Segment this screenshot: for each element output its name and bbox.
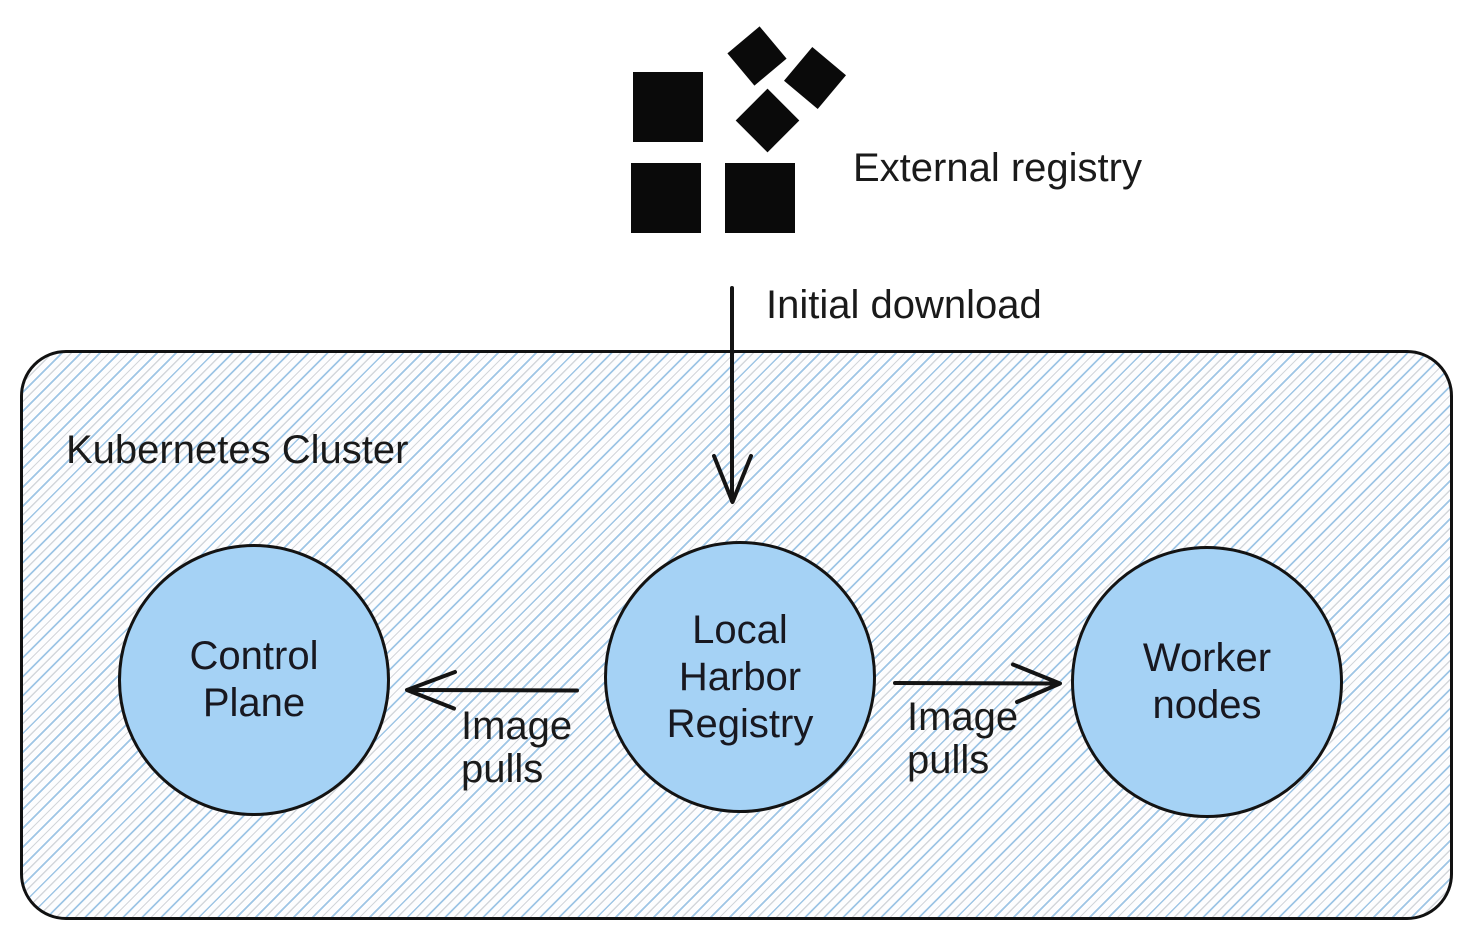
kubernetes-cluster-label: Kubernetes Cluster [66,428,409,472]
registry-square-icon [631,163,701,233]
node-control-plane: Control Plane [118,544,390,816]
image-pulls-left-label: Image pulls [461,704,573,791]
external-registry-label: External registry [853,146,1142,190]
registry-square-icon [725,163,795,233]
initial-download-label: Initial download [766,283,1042,327]
node-local-harbor-registry: Local Harbor Registry [604,541,876,813]
registry-diamond-icon [784,47,846,109]
node-worker-nodes: Worker nodes [1071,546,1343,818]
registry-diamond-icon [727,26,787,86]
image-pulls-right-label: Image pulls [907,695,1019,782]
registry-square-icon [633,72,703,142]
registry-diamond-icon [735,88,800,153]
